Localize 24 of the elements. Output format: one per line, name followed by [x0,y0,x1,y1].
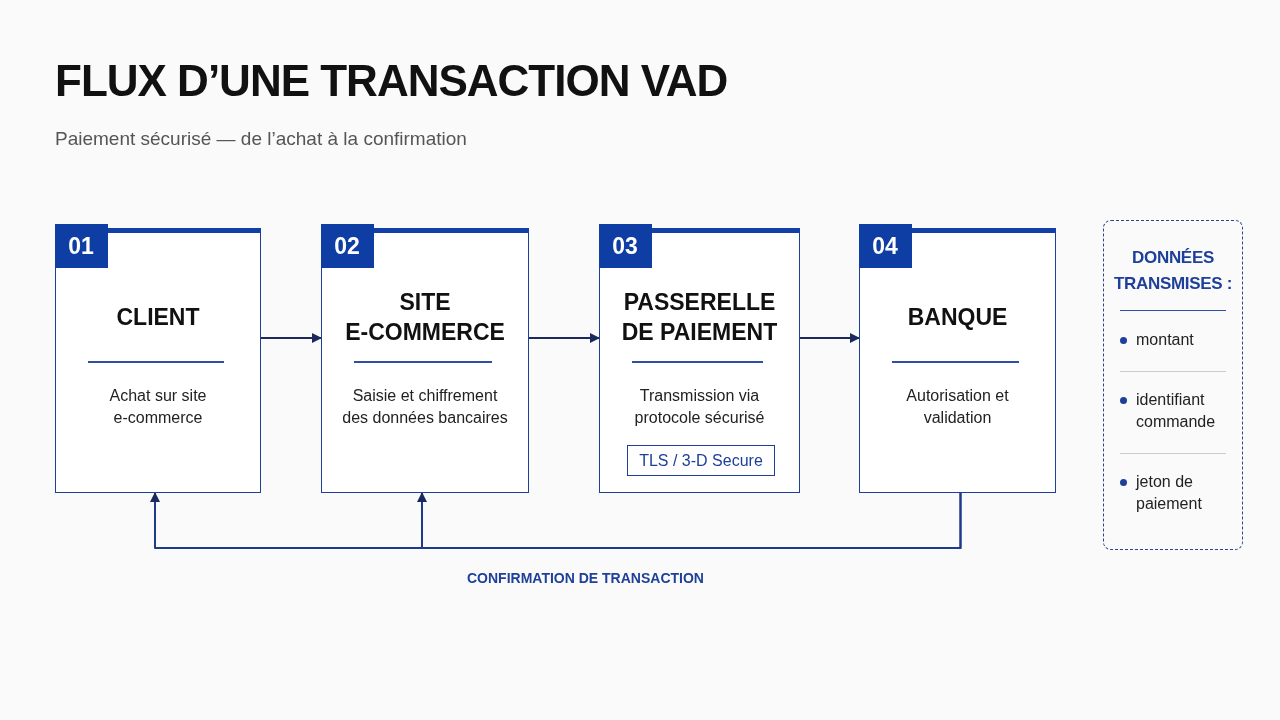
step-description: Autorisation et validation [905,386,1010,428]
arrow [528,333,600,343]
step-title: BANQUE [907,303,1008,332]
diagram-title: FLUX D’UNE TRANSACTION VAD [55,56,728,106]
step-description: Transmission via protocole sécurisé [633,386,766,428]
data-item: jeton de paiement [1136,472,1203,514]
arrow [417,492,962,549]
step-title: SITE E-COMMERCE [344,288,506,347]
data-item: montant [1136,330,1195,350]
step-number: 03 [598,224,652,268]
arrow [260,333,322,343]
step-number: 01 [54,224,108,268]
step-number: 04 [858,224,912,268]
step-description: Saisie et chiffrement des données bancaires [341,386,509,428]
protocol-tag: TLS / 3-D Secure [627,445,775,476]
subtitle: Paiement sécurisé — de l’achat à la confirmation [55,128,467,150]
data-panel [1103,220,1243,550]
step-description: Achat sur site e-commerce [108,386,208,428]
data-item: identifiant commande [1136,390,1217,432]
step-title: CLIENT [116,303,200,332]
panel-heading: DONNÉES TRANSMISES : [1112,247,1234,295]
step-title: PASSERELLE DE PAIEMENT [620,288,779,347]
step-number: 02 [320,224,374,268]
arrow [799,333,860,343]
